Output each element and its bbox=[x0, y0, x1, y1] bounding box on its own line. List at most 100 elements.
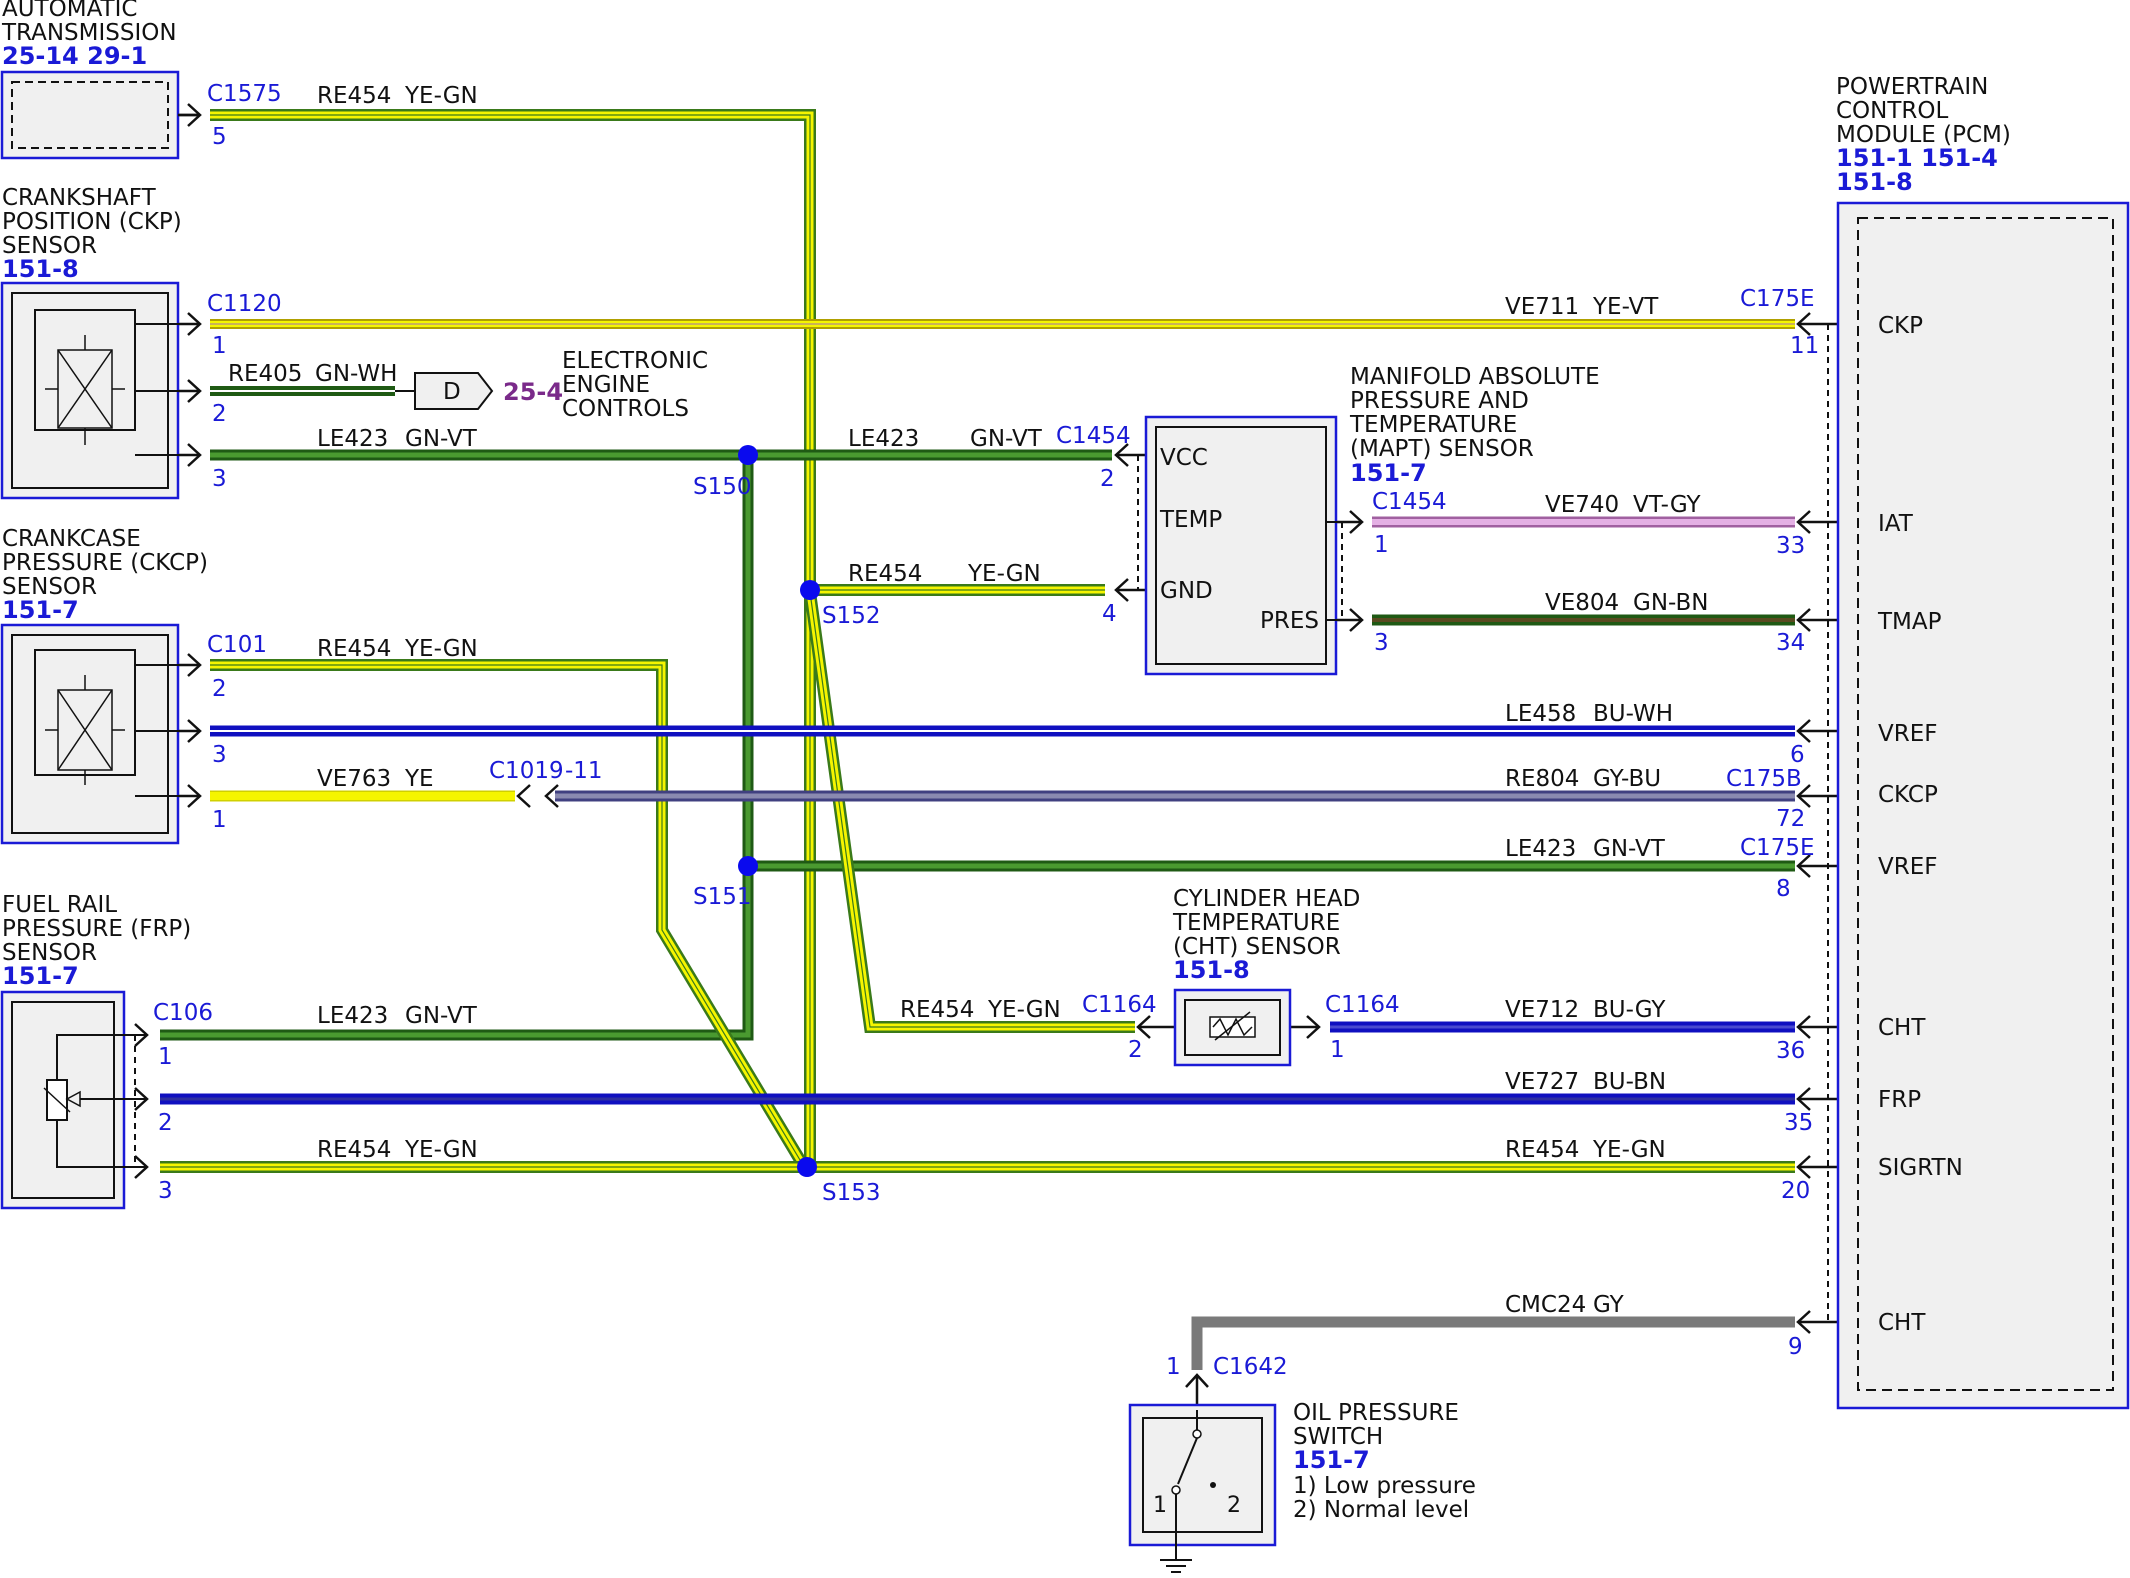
w3-circuit: RE405 bbox=[228, 361, 302, 387]
splice-s153-dot[interactable] bbox=[797, 1157, 817, 1177]
splices: S150 S152 S151 S153 bbox=[693, 445, 881, 1206]
w17-circuit: VE727 bbox=[1505, 1069, 1579, 1095]
w17-pin: 2 bbox=[158, 1110, 173, 1136]
component-oil-pressure-switch[interactable] bbox=[1128, 1403, 1277, 1573]
ops-note-2: 2) Normal level bbox=[1293, 1497, 1469, 1523]
w5-color: GN-VT bbox=[970, 426, 1043, 452]
component-cht-sensor[interactable] bbox=[1173, 988, 1292, 1067]
w7-pin: 4 bbox=[1102, 601, 1117, 627]
w10-to-pin: 6 bbox=[1790, 742, 1805, 768]
pcm-pin-ckcp: CKCP bbox=[1878, 782, 1938, 808]
w10-color: BU-WH bbox=[1593, 701, 1673, 727]
pcm-title-2: CONTROL bbox=[1836, 98, 1949, 124]
w10-pin: 3 bbox=[212, 742, 227, 768]
splice-s150-dot[interactable] bbox=[738, 445, 758, 465]
w19-color: YE-GN bbox=[1592, 1137, 1666, 1163]
w15-to-pin: 36 bbox=[1776, 1038, 1805, 1064]
component-frp-sensor[interactable] bbox=[0, 990, 147, 1210]
component-ckp-sensor[interactable] bbox=[0, 281, 200, 500]
wires bbox=[160, 109, 1795, 1370]
w13-pin: 8 bbox=[1776, 876, 1791, 902]
w20-to-pin: 9 bbox=[1788, 1334, 1803, 1360]
splice-s152-label: S152 bbox=[822, 603, 881, 629]
w19-pin: 20 bbox=[1781, 1178, 1810, 1204]
component-automatic-transmission[interactable] bbox=[0, 70, 200, 160]
w17-color: BU-BN bbox=[1593, 1069, 1666, 1095]
wire-re454-ckcp[interactable] bbox=[210, 659, 806, 1164]
w2-circuit: VE711 bbox=[1505, 294, 1579, 320]
w11-inline-pin: -11 bbox=[565, 758, 603, 784]
w14-pin: 2 bbox=[1128, 1037, 1143, 1063]
w5-pin: 2 bbox=[1100, 466, 1115, 492]
w9-pin: 2 bbox=[212, 676, 227, 702]
splice-s151-dot[interactable] bbox=[738, 856, 758, 876]
pcm-pin-tmap: TMAP bbox=[1877, 609, 1942, 635]
ops-contact-2: 2 bbox=[1227, 1493, 1241, 1518]
pcm-pin-cht-2: CHT bbox=[1878, 1310, 1926, 1336]
connector-arrows bbox=[134, 103, 1840, 1410]
component-ckcp-sensor[interactable] bbox=[0, 623, 200, 845]
w15-color: BU-GY bbox=[1593, 997, 1666, 1023]
w17-to-pin: 35 bbox=[1784, 1110, 1813, 1136]
w7-circuit: RE454 bbox=[848, 561, 922, 587]
w13-color: GN-VT bbox=[1593, 836, 1666, 862]
ckcp-ref: 151-7 bbox=[2, 596, 79, 624]
w2-color: YE-VT bbox=[1592, 294, 1659, 320]
wire-re454-cht[interactable] bbox=[804, 591, 1135, 1033]
frp-title-3: SENSOR bbox=[2, 940, 97, 966]
pcm-pin-vref-2: VREF bbox=[1878, 854, 1937, 880]
w11-circuit: VE763 bbox=[317, 766, 391, 792]
splice-s151-label: S151 bbox=[693, 884, 752, 910]
pcm-pin-vref-1: VREF bbox=[1878, 721, 1937, 747]
w4-color: GN-VT bbox=[405, 426, 478, 452]
component-mapt-sensor[interactable] bbox=[1144, 415, 1342, 676]
w8-circuit: VE804 bbox=[1545, 590, 1619, 616]
w12-pin: 72 bbox=[1776, 806, 1805, 832]
w3-pin: 2 bbox=[212, 401, 227, 427]
wire-re454-c1575[interactable] bbox=[210, 109, 816, 1168]
w9-circuit: RE454 bbox=[317, 636, 391, 662]
w13-conn: C175E bbox=[1740, 835, 1815, 861]
eec-ref[interactable]: 25-4 bbox=[503, 378, 563, 406]
eec-pointer[interactable]: D bbox=[395, 372, 494, 410]
w2-to-conn: C175E bbox=[1740, 286, 1815, 312]
w9-color: YE-GN bbox=[404, 636, 478, 662]
w15-pin: 1 bbox=[1330, 1037, 1345, 1063]
w11-inline-conn: C1019 bbox=[489, 758, 564, 784]
w2-to-pin: 11 bbox=[1790, 333, 1819, 359]
ckp-title-1: CRANKSHAFT bbox=[2, 185, 157, 211]
w11-color: YE bbox=[404, 766, 434, 792]
w20-from-conn: C1642 bbox=[1213, 1354, 1288, 1380]
w16-pin: 1 bbox=[158, 1044, 173, 1070]
w4-pin: 3 bbox=[212, 466, 227, 492]
w18-pin: 3 bbox=[158, 1178, 173, 1204]
eec-title-3: CONTROLS bbox=[562, 396, 689, 422]
splice-s150-label: S150 bbox=[693, 474, 752, 500]
ops-note-1: 1) Low pressure bbox=[1293, 1473, 1476, 1499]
ckp-title-2: POSITION (CKP) bbox=[2, 209, 182, 235]
splice-s152-dot[interactable] bbox=[800, 580, 820, 600]
w4-circuit: LE423 bbox=[317, 426, 388, 452]
mapt-title-3: TEMPERATURE bbox=[1349, 412, 1517, 438]
w16-color: GN-VT bbox=[405, 1003, 478, 1029]
wire-le423-vertical[interactable] bbox=[160, 455, 754, 1041]
ckp-title-3: SENSOR bbox=[2, 233, 97, 259]
w8-color: GN-BN bbox=[1633, 590, 1709, 616]
w14-color: YE-GN bbox=[987, 997, 1061, 1023]
w7-color: YE-GN bbox=[967, 561, 1041, 587]
ops-ref: 151-7 bbox=[1293, 1446, 1370, 1474]
wire-cmc24[interactable] bbox=[1191, 1316, 1795, 1370]
w8-pin: 3 bbox=[1374, 630, 1389, 656]
w1-circuit: RE454 bbox=[317, 83, 391, 109]
cht-title-3: (CHT) SENSOR bbox=[1173, 934, 1341, 960]
w5-circuit: LE423 bbox=[848, 426, 919, 452]
mapt-title-2: PRESSURE AND bbox=[1350, 388, 1529, 414]
eec-title-2: ENGINE bbox=[562, 372, 650, 398]
w11-pin: 1 bbox=[212, 807, 227, 833]
w6-color: VT-GY bbox=[1633, 492, 1701, 518]
mapt-ref: 151-7 bbox=[1350, 459, 1427, 487]
trans-title-2: TRANSMISSION bbox=[1, 20, 177, 46]
component-pcm[interactable] bbox=[1836, 201, 2130, 1410]
mapt-title-4: (MAPT) SENSOR bbox=[1350, 436, 1534, 462]
pcm-pin-cht-1: CHT bbox=[1878, 1015, 1926, 1041]
